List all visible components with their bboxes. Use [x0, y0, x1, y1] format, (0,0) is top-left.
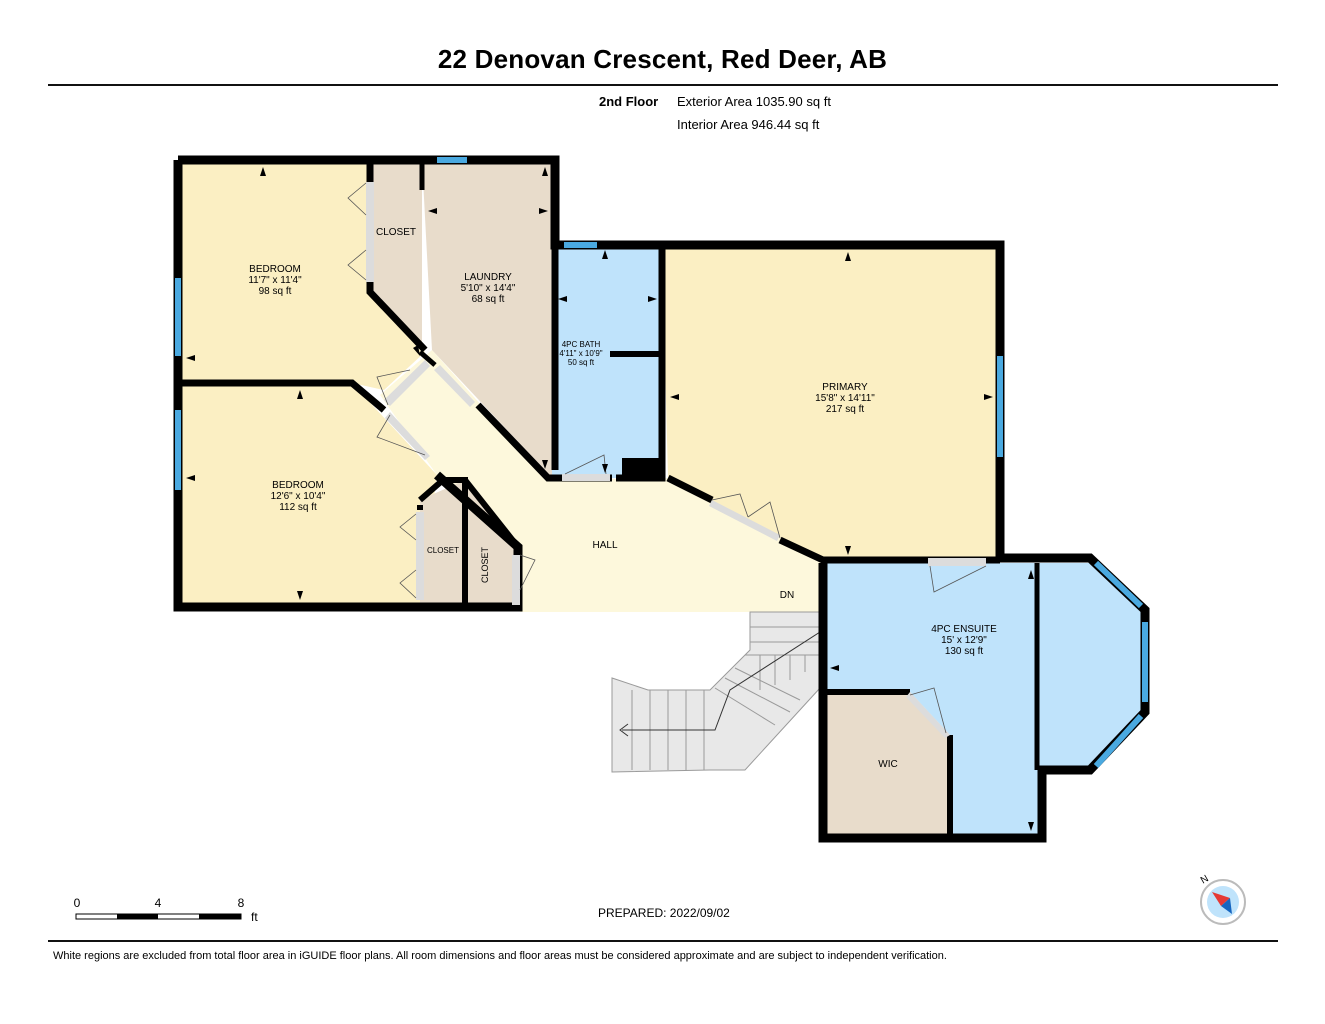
bedroom1-fill — [178, 160, 425, 390]
primary-dims: 15'8" x 14'11" — [815, 393, 875, 404]
interior-area: Interior Area 946.44 sq ft — [677, 117, 820, 132]
bedroom1-name: BEDROOM — [249, 264, 301, 275]
closet1-name: CLOSET — [376, 227, 416, 238]
compass-icon: N — [1199, 873, 1246, 925]
compass-north-label: N — [1199, 873, 1211, 886]
ensuite-dims: 15' x 12'9" — [941, 635, 987, 646]
closet2-fill — [420, 480, 465, 605]
bedroom1-area: 98 sq ft — [259, 286, 292, 297]
exterior-area: Exterior Area 1035.90 sq ft — [677, 94, 831, 109]
floor-label: 2nd Floor — [599, 94, 659, 109]
laundry-fill — [422, 160, 552, 478]
footer-divider — [48, 940, 1278, 942]
bath-area: 50 sq ft — [568, 358, 595, 367]
laundry-name: LAUNDRY — [464, 272, 512, 283]
wic-fill — [823, 692, 950, 838]
scale-tick-4: 4 — [155, 896, 162, 910]
dimension-arrows — [186, 167, 1034, 831]
stairs-label: DN — [780, 590, 794, 601]
bath-fill — [552, 245, 662, 478]
wic-name: WIC — [878, 759, 897, 770]
ensuite-area: 130 sq ft — [945, 646, 984, 657]
page-title: 22 Denovan Crescent, Red Deer, AB — [437, 44, 888, 74]
bedroom2-name: BEDROOM — [272, 480, 324, 491]
scale-tick-0: 0 — [74, 896, 81, 910]
stairs — [611, 611, 821, 773]
primary-fill — [662, 245, 1000, 560]
bedroom2-area: 112 sq ft — [279, 502, 317, 513]
scale-bar: 0 4 8 ft — [74, 896, 259, 924]
bath-name: 4PC BATH — [562, 340, 601, 349]
scale-unit: ft — [251, 910, 258, 924]
closet3-name: CLOSET — [480, 546, 490, 583]
bedroom2-dims: 12'6" x 10'4" — [271, 491, 326, 502]
ensuite-name: 4PC ENSUITE — [931, 624, 997, 635]
header-divider — [48, 84, 1278, 86]
closet1-fill — [370, 160, 422, 345]
footer-disclaimer: White regions are excluded from total fl… — [53, 950, 947, 962]
windows — [175, 157, 1148, 769]
laundry-area: 68 sq ft — [472, 294, 505, 305]
bath-dims: 4'11" x 10'9" — [559, 349, 602, 358]
hall-name: HALL — [592, 540, 617, 551]
primary-name: PRIMARY — [822, 382, 868, 393]
doors — [347, 182, 987, 738]
prepared-date: PREPARED: 2022/09/02 — [598, 906, 730, 920]
scale-tick-8: 8 — [238, 896, 245, 910]
bedroom2-fill — [178, 383, 437, 605]
closet2-name: CLOSET — [427, 546, 459, 555]
laundry-dims: 5'10" x 14'4" — [461, 283, 516, 294]
bedroom1-dims: 11'7" x 11'4" — [248, 275, 302, 286]
primary-area: 217 sq ft — [826, 404, 865, 415]
